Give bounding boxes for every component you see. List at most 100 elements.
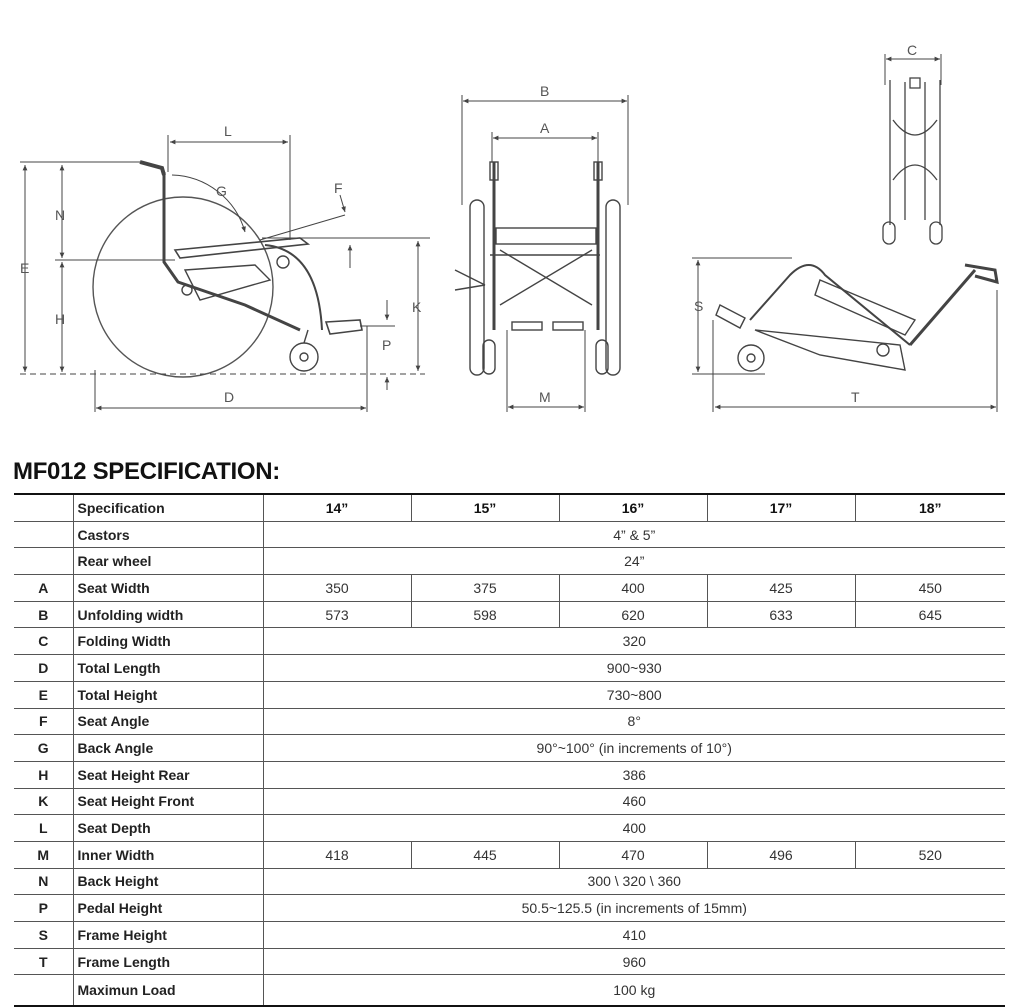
header-size: 14” (263, 492, 412, 522)
folded-top-view-drawing (882, 77, 943, 245)
front-view-labels: B A M (539, 83, 551, 405)
folded-view-labels: C S T (694, 42, 917, 405)
row-name: Seat Depth (73, 814, 264, 842)
row-value: 450 (855, 574, 1005, 602)
row-name: Pedal Height (73, 894, 264, 922)
row-code: S (14, 921, 74, 949)
row-value: 400 (263, 814, 1005, 842)
folded-top-view-dimensions (884, 54, 942, 85)
dim-label-A: A (540, 120, 550, 136)
row-value: 573 (263, 601, 412, 629)
dim-label-C: C (907, 42, 917, 58)
header-code-cell (14, 492, 74, 522)
row-code (14, 521, 74, 549)
dim-label-F: F (334, 180, 343, 196)
dim-label-N: N (55, 207, 65, 223)
row-name: Seat Height Front (73, 788, 264, 816)
row-code: P (14, 894, 74, 922)
row-code (14, 974, 74, 1008)
row-code: M (14, 841, 74, 869)
row-name: Frame Height (73, 921, 264, 949)
row-value: 50.5~125.5 (in increments of 15mm) (263, 894, 1005, 922)
dim-label-M: M (539, 389, 551, 405)
row-name: Rear wheel (73, 547, 264, 576)
row-value: 320 (263, 627, 1005, 656)
row-value: 100 kg (263, 974, 1005, 1008)
row-name: Back Angle (73, 734, 264, 762)
header-size: 15” (411, 492, 560, 522)
row-code: G (14, 734, 74, 762)
row-value: 633 (707, 601, 856, 629)
front-view-drawing (454, 161, 621, 376)
dim-label-H: H (55, 311, 65, 327)
wheelchair-dimension-diagrams: L G F N E H K P D B (20, 42, 999, 412)
side-view-drawing (92, 160, 363, 378)
row-value: 730~800 (263, 681, 1005, 709)
spec-title: MF012 SPECIFICATION: (13, 458, 280, 485)
header-size: 18” (855, 492, 1005, 522)
header-size: 16” (559, 492, 708, 522)
dim-label-P: P (382, 337, 391, 353)
row-value: 386 (263, 761, 1005, 789)
side-view-dimensions (20, 135, 430, 412)
row-value: 24” (263, 547, 1005, 576)
row-name: Seat Width (73, 574, 264, 602)
row-code: B (14, 601, 74, 629)
row-name: Total Length (73, 654, 264, 682)
dim-label-E: E (20, 260, 29, 276)
row-value: 410 (263, 921, 1005, 949)
row-code: A (14, 574, 74, 602)
dim-label-D: D (224, 389, 234, 405)
row-value: 960 (263, 948, 1005, 976)
row-code: K (14, 788, 74, 816)
row-value: 470 (559, 841, 708, 869)
row-code: C (14, 627, 74, 656)
dim-label-T: T (851, 389, 860, 405)
row-value: 445 (411, 841, 560, 869)
row-name: Maximun Load (73, 974, 264, 1008)
header-label: Specification (73, 492, 264, 522)
front-view-dimensions (461, 95, 629, 412)
row-value: 90°~100° (in increments of 10°) (263, 734, 1005, 762)
row-code: T (14, 948, 74, 976)
row-value: 598 (411, 601, 560, 629)
dim-label-L: L (224, 123, 232, 139)
row-name: Seat Height Rear (73, 761, 264, 789)
row-code: N (14, 868, 74, 896)
row-code: F (14, 708, 74, 736)
dim-label-G: G (216, 183, 227, 199)
row-value: 300 \ 320 \ 360 (263, 868, 1005, 896)
row-code: H (14, 761, 74, 789)
header-size: 17” (707, 492, 856, 522)
row-value: 375 (411, 574, 560, 602)
row-value: 418 (263, 841, 412, 869)
row-value: 4” & 5” (263, 521, 1005, 549)
folded-side-view-drawing (715, 263, 999, 372)
row-code: L (14, 814, 74, 842)
row-code: D (14, 654, 74, 682)
row-name: Back Height (73, 868, 264, 896)
folded-side-view-dimensions (692, 257, 998, 412)
row-value: 400 (559, 574, 708, 602)
row-value: 350 (263, 574, 412, 602)
